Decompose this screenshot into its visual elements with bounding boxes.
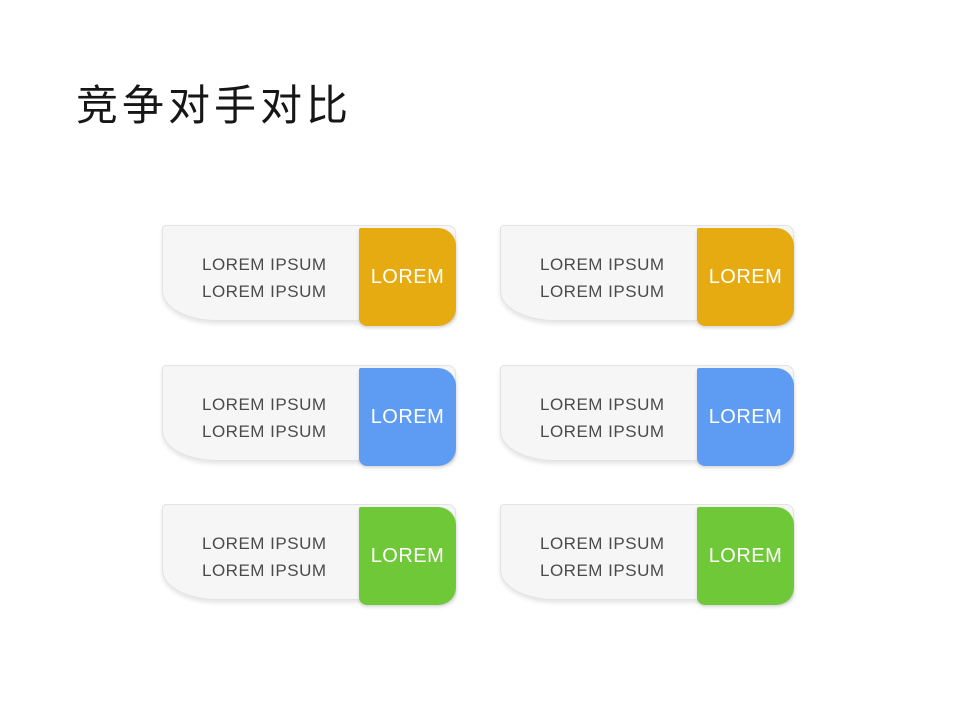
card-line-1: LOREM IPSUM [202, 255, 327, 274]
card-color-tab: LOREM [359, 507, 456, 605]
card-text: LOREM IPSUM LOREM IPSUM [202, 365, 327, 461]
card-color-tab: LOREM [697, 368, 794, 466]
card-color-tab: LOREM [697, 228, 794, 326]
card-text: LOREM IPSUM LOREM IPSUM [540, 365, 665, 461]
card-color-tab: LOREM [697, 507, 794, 605]
card-line-2: LOREM IPSUM [202, 282, 327, 301]
card-text: LOREM IPSUM LOREM IPSUM [202, 225, 327, 321]
comparison-card: LOREM IPSUM LOREM IPSUM LOREM [162, 504, 456, 605]
comparison-card: LOREM IPSUM LOREM IPSUM LOREM [500, 365, 794, 466]
card-line-1: LOREM IPSUM [202, 534, 327, 553]
card-line-1: LOREM IPSUM [540, 255, 665, 274]
comparison-card: LOREM IPSUM LOREM IPSUM LOREM [162, 365, 456, 466]
card-text: LOREM IPSUM LOREM IPSUM [540, 504, 665, 600]
card-text: LOREM IPSUM LOREM IPSUM [540, 225, 665, 321]
card-line-1: LOREM IPSUM [540, 395, 665, 414]
comparison-card: LOREM IPSUM LOREM IPSUM LOREM [162, 225, 456, 326]
card-color-tab: LOREM [359, 368, 456, 466]
card-line-2: LOREM IPSUM [202, 561, 327, 580]
comparison-card: LOREM IPSUM LOREM IPSUM LOREM [500, 504, 794, 605]
card-color-tab: LOREM [359, 228, 456, 326]
card-text: LOREM IPSUM LOREM IPSUM [202, 504, 327, 600]
card-line-2: LOREM IPSUM [540, 282, 665, 301]
slide-title: 竞争对手对比 [76, 84, 353, 130]
card-line-2: LOREM IPSUM [540, 561, 665, 580]
card-line-2: LOREM IPSUM [202, 422, 327, 441]
card-line-2: LOREM IPSUM [540, 422, 665, 441]
card-line-1: LOREM IPSUM [202, 395, 327, 414]
card-line-1: LOREM IPSUM [540, 534, 665, 553]
comparison-card: LOREM IPSUM LOREM IPSUM LOREM [500, 225, 794, 326]
